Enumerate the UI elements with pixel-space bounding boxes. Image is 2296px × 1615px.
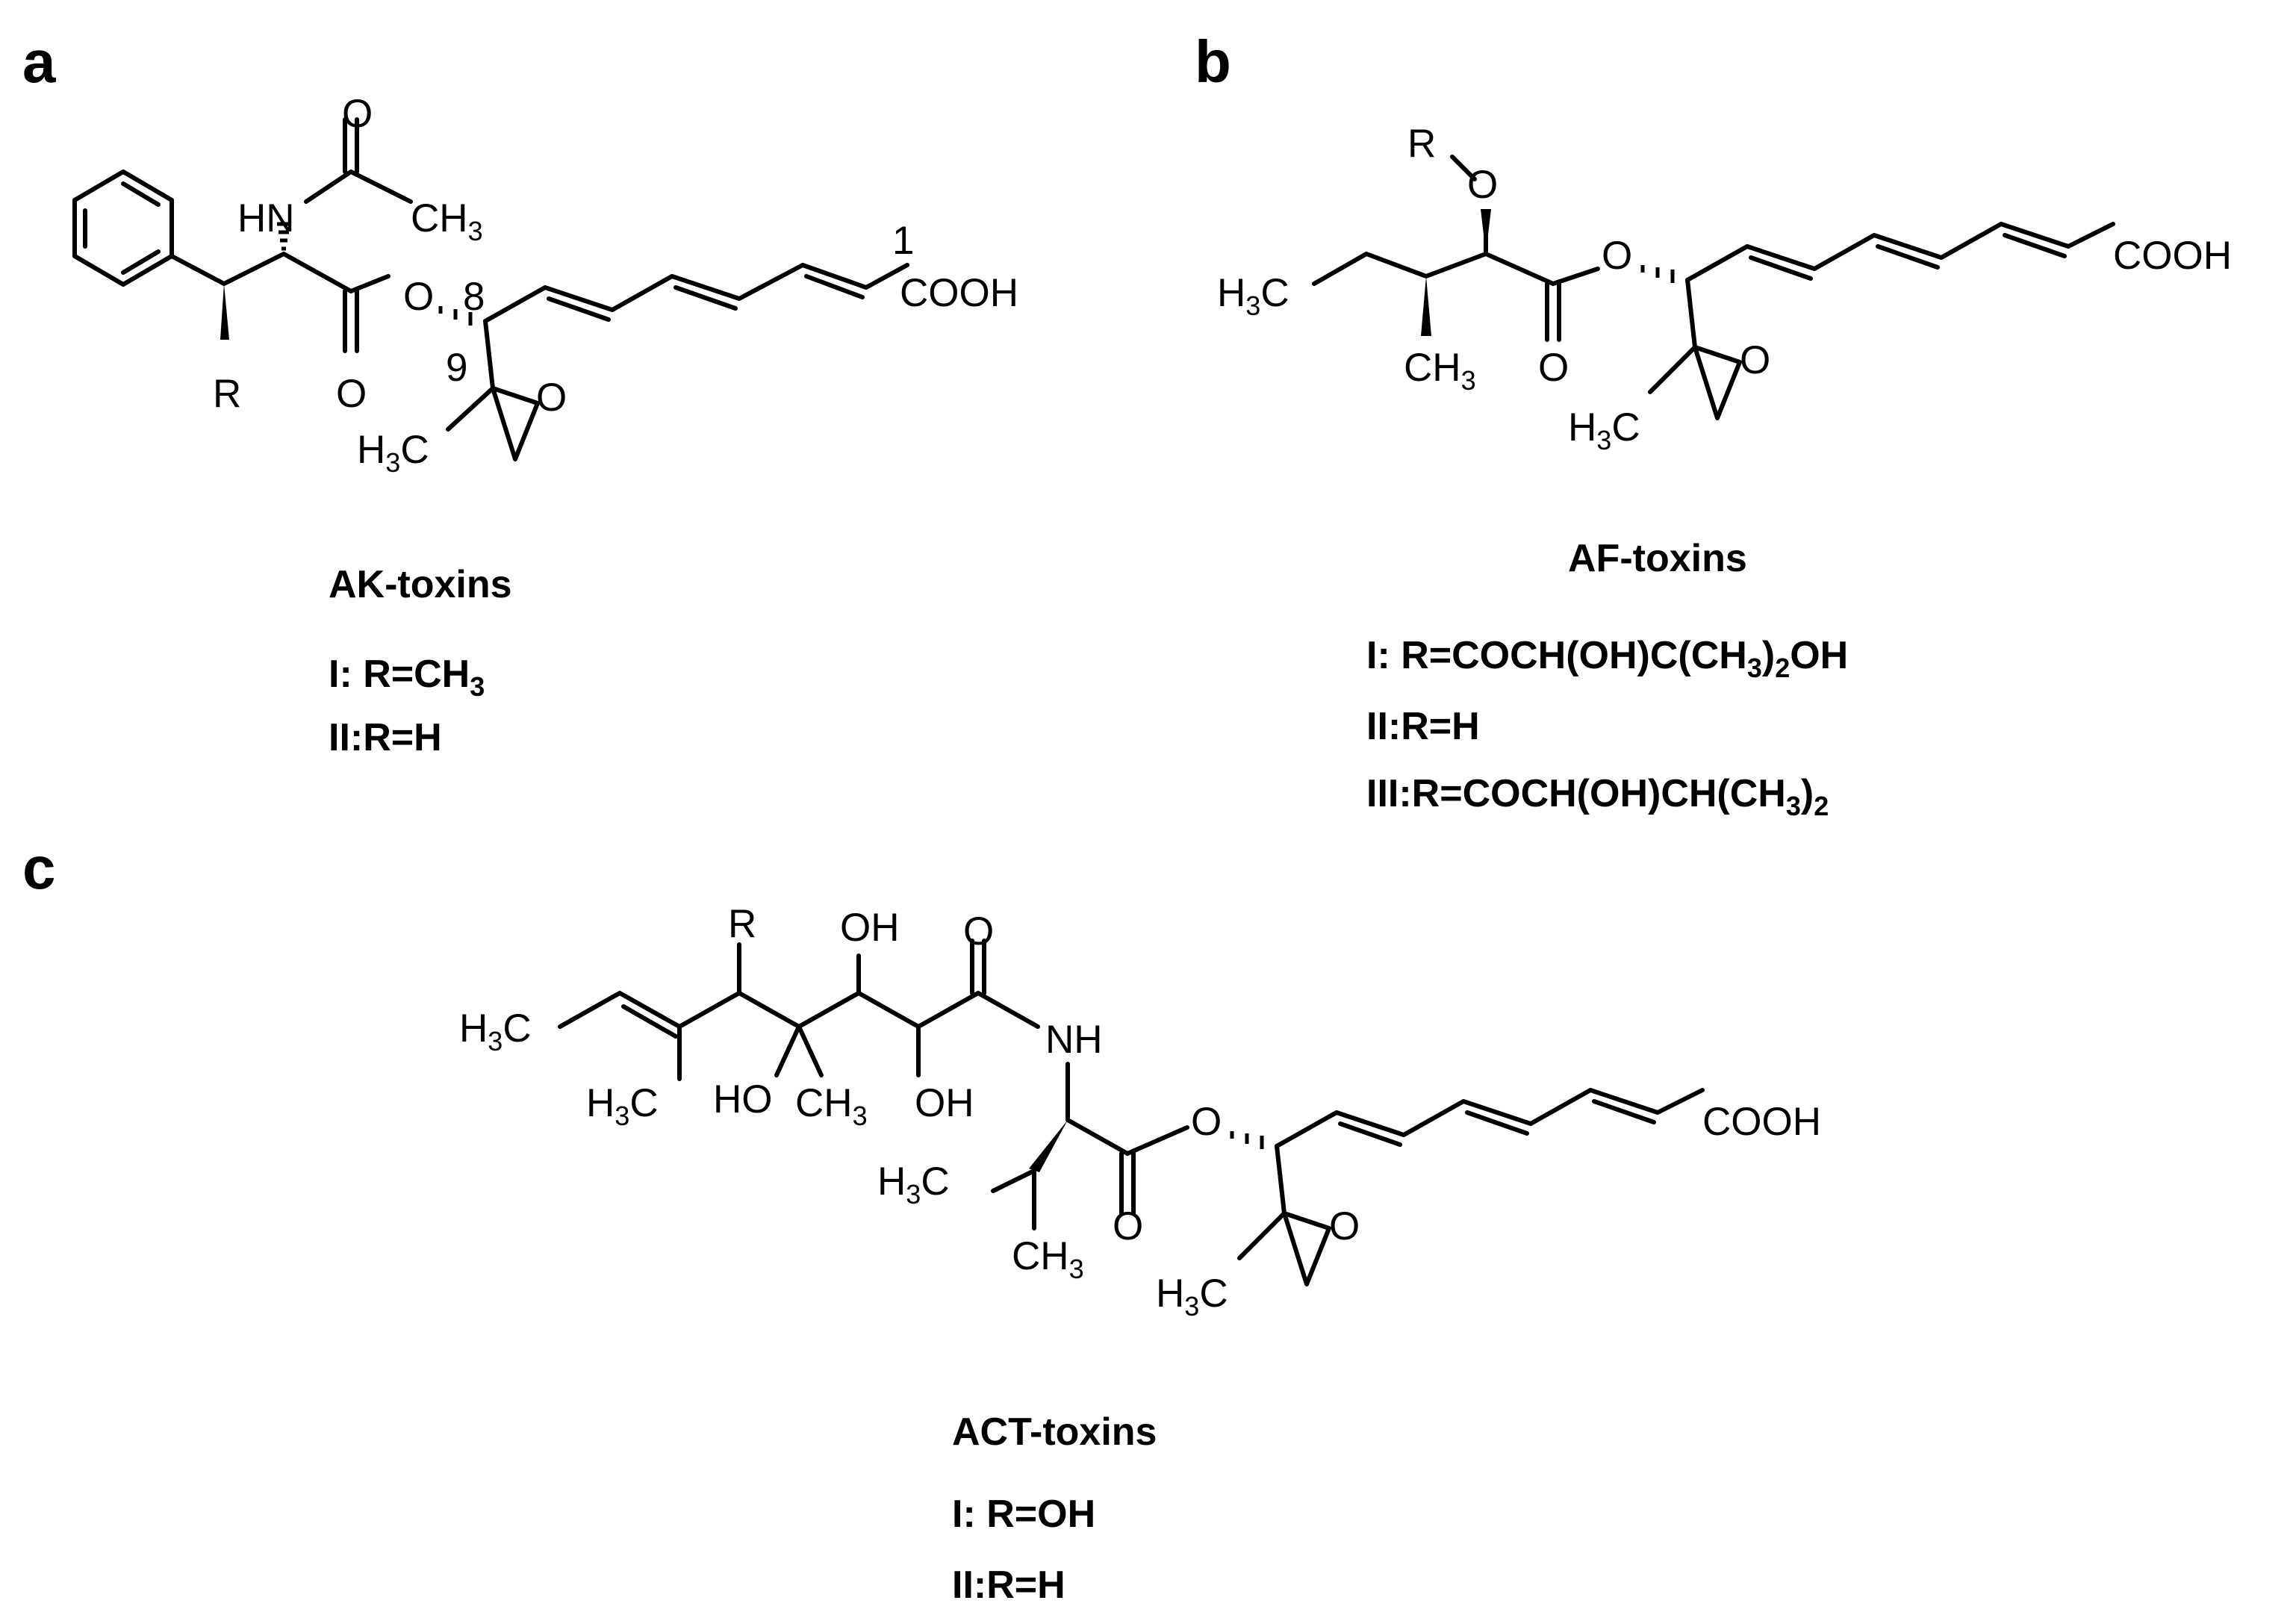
- act-oh-top: OH: [840, 906, 900, 950]
- af-caption-line3: III:R=COCH(OH)CH(CH3)2: [1366, 772, 1829, 821]
- panel-b: b R O H3C CH3 O O COO: [1195, 28, 2232, 821]
- act-caption-line1: I: R=OH: [952, 1493, 1095, 1536]
- af-o-carbonyl: O: [1538, 346, 1569, 390]
- act-wedge-ipr: [1029, 1120, 1068, 1172]
- ak-o-bottom: O: [336, 372, 367, 416]
- ak-wedge-r: [220, 284, 229, 340]
- act-h3c-ipr: H3C: [877, 1160, 950, 1210]
- af-o-epoxide: O: [1740, 338, 1770, 382]
- act-nh: NH: [1045, 1018, 1103, 1062]
- ak-num-8: 8: [463, 275, 485, 319]
- ak-h3c: H3C: [357, 428, 429, 478]
- act-polyene: [1275, 1088, 1705, 1148]
- act-ho: HO: [713, 1077, 773, 1121]
- act-caption-line2: II:R=H: [952, 1563, 1065, 1607]
- ak-polyene-db-3: [804, 274, 865, 299]
- af-caption-name: AF-toxins: [1568, 537, 1747, 580]
- ak-hn: HN: [237, 196, 295, 240]
- ak-num-9: 9: [446, 346, 467, 390]
- ak-polyene: [483, 263, 909, 323]
- panel-a: a: [22, 28, 1018, 759]
- act-h3c-epoxide: H3C: [1156, 1272, 1228, 1322]
- af-hash-c8: [1640, 265, 1675, 283]
- ak-c9-ch3: [446, 386, 495, 432]
- ak-toxin-structure: [72, 117, 909, 461]
- ak-phenyl-chain: [169, 252, 391, 293]
- af-o-ether: O: [1467, 163, 1498, 207]
- ak-o-top: O: [342, 92, 373, 136]
- act-o-epoxide: O: [1329, 1204, 1360, 1248]
- act-o-amide: O: [963, 909, 994, 953]
- act-r: R: [728, 902, 756, 946]
- af-polyene-db-3: [2003, 233, 2067, 258]
- act-c-ho: [774, 1024, 801, 1077]
- act-toxin-structure: [558, 939, 1705, 1286]
- af-c8-c9: [1685, 278, 1697, 349]
- act-cooh: COOH: [1702, 1100, 1821, 1144]
- ak-polyene-db-1: [547, 296, 611, 322]
- act-polyene-db-1: [1338, 1121, 1402, 1147]
- ak-caption-name: AK-toxins: [329, 563, 512, 606]
- ak-caption-line1: I: R=CH3: [329, 653, 485, 702]
- ak-acetyl-chain: [304, 169, 413, 204]
- act-oh-mid: OH: [915, 1081, 974, 1125]
- benzene-ring: [72, 169, 174, 287]
- af-toxin-structure: [1312, 155, 2115, 420]
- act-caption-name: ACT-toxins: [952, 1410, 1157, 1454]
- ak-hash-c8: [438, 306, 473, 326]
- benzene-double-3: [121, 249, 161, 275]
- ak-c8-c9: [483, 319, 495, 390]
- act-ch3: CH3: [795, 1081, 868, 1131]
- ak-r: R: [213, 372, 241, 416]
- act-ester-chain: [1065, 1118, 1189, 1156]
- act-c-ch3: [797, 1024, 824, 1077]
- act-ch3-ipr: CH3: [1012, 1234, 1084, 1284]
- af-polyene-db-1: [1749, 255, 1813, 281]
- af-wedge-o: [1481, 209, 1491, 254]
- ak-epoxide: [491, 386, 540, 461]
- af-r: R: [1407, 122, 1436, 166]
- panel-a-letter: a: [22, 28, 56, 95]
- panel-c: c: [22, 835, 1821, 1607]
- act-polyene-db-3: [1592, 1099, 1656, 1124]
- act-hash-c8: [1230, 1131, 1264, 1149]
- af-caption-line1: I: R=COCH(OH)C(CH3)2OH: [1366, 634, 1848, 683]
- act-o-carbonyl: O: [1113, 1204, 1143, 1248]
- panel-b-letter: b: [1195, 28, 1231, 95]
- af-h3c-epoxide: H3C: [1568, 405, 1640, 455]
- af-ethyl-chain: [1312, 252, 1600, 286]
- af-cooh: COOH: [2113, 234, 2232, 278]
- af-r-o: [1450, 155, 1477, 181]
- ak-ch3: CH3: [411, 196, 483, 246]
- act-c8-c9: [1275, 1144, 1287, 1216]
- act-epoxide: [1282, 1211, 1331, 1286]
- ak-num-1: 1: [892, 219, 914, 263]
- ak-cooh: COOH: [900, 271, 1018, 315]
- act-polyene-db-2: [1465, 1110, 1529, 1136]
- act-alkene-db: [621, 1004, 678, 1039]
- ak-ester-o: O: [403, 275, 434, 319]
- af-wedge-ch3: [1421, 276, 1431, 336]
- benzene-double-2: [121, 181, 161, 207]
- act-h3c-left: H3C: [459, 1006, 532, 1057]
- af-c9-ch3: [1648, 345, 1697, 394]
- act-ipr: [991, 1169, 1036, 1193]
- act-ester-o: O: [1191, 1100, 1222, 1144]
- af-caption-line2: II:R=H: [1366, 705, 1480, 748]
- ak-polyene-db-2: [673, 285, 738, 311]
- ak-hash-nh: [277, 222, 290, 251]
- act-h3c-alkene: H3C: [586, 1081, 659, 1131]
- af-epoxide: [1693, 345, 1742, 420]
- ak-caption-line2: II:R=H: [329, 716, 442, 759]
- af-ester-o: O: [1602, 234, 1632, 278]
- af-ch3: CH3: [1404, 346, 1476, 396]
- act-c9-ch3: [1237, 1211, 1287, 1260]
- ak-o-epoxide: O: [536, 376, 567, 420]
- af-polyene: [1685, 222, 2115, 282]
- panel-c-letter: c: [22, 835, 56, 901]
- af-h3c: H3C: [1217, 271, 1289, 321]
- af-polyene-db-2: [1876, 244, 1940, 270]
